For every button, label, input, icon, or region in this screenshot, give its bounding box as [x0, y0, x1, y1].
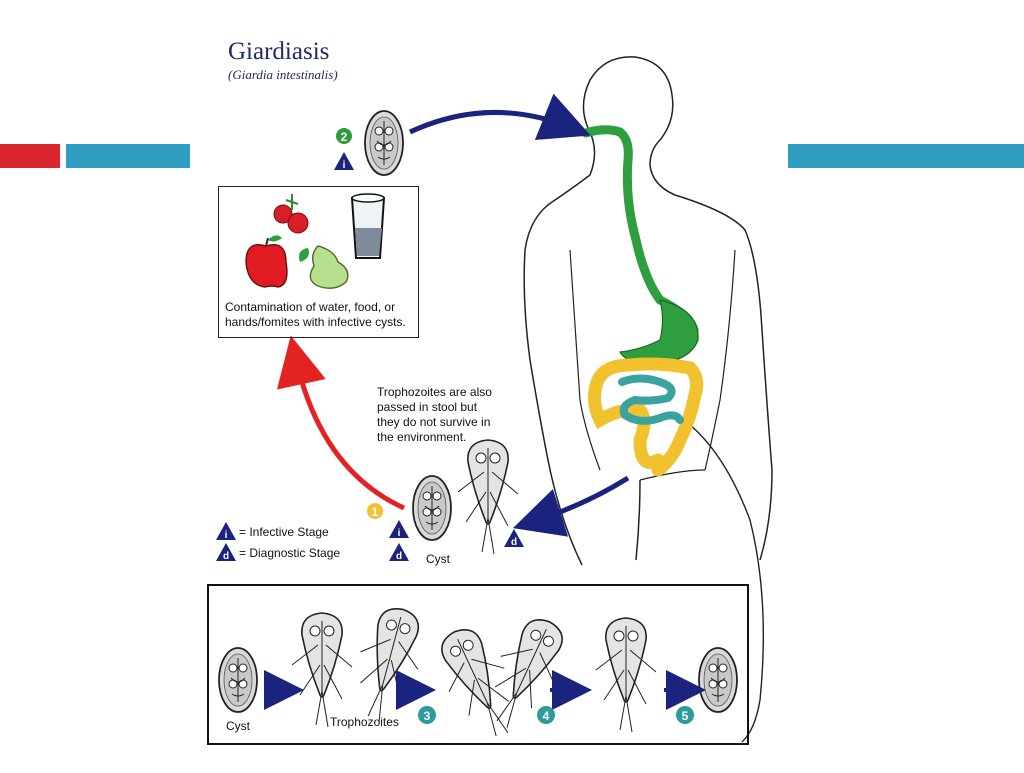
- trophozoite-note: Trophozoites are also passed in stool bu…: [377, 385, 517, 445]
- stool-line: [671, 411, 765, 743]
- water-glass-icon: [350, 193, 386, 259]
- pear-icon: [299, 245, 349, 289]
- svg-text:d: d: [511, 537, 517, 548]
- step-3-number: 3: [424, 709, 431, 723]
- accent-bar-teal-left: [66, 144, 190, 168]
- step-4-number: 4: [543, 709, 550, 723]
- page-subtitle: (Giardia intestinalis): [228, 67, 338, 82]
- step-2-number: 2: [341, 130, 348, 144]
- infective-stage-icon-step1: i: [389, 520, 409, 539]
- lc-cyst-label: Cyst: [226, 719, 251, 733]
- apple-icon: [245, 235, 288, 288]
- life-cycle-box: [207, 584, 749, 745]
- infective-cyst: [364, 110, 404, 176]
- svg-text:i: i: [225, 530, 228, 541]
- contamination-caption: Contamination of water, food, or hands/f…: [225, 300, 415, 330]
- lc-trophozoites-label: Trophozoites: [330, 715, 399, 729]
- legend-diagnostic-icon: d: [216, 543, 236, 562]
- trophozoite-note-line2: passed in stool but: [377, 400, 478, 414]
- trophozoite-note-line3: they do not survive in: [377, 415, 491, 429]
- step-2-badge: [336, 128, 352, 144]
- step-1-number: 1: [372, 505, 379, 519]
- diagnostic-stage-icon-step1: d: [389, 543, 409, 562]
- legend-infective-label: = Infective Stage: [239, 525, 329, 539]
- human-body-outline: [523, 56, 773, 566]
- contamination-caption-line2: hands/fomites with infective cysts.: [225, 315, 406, 329]
- step-4-badge: [537, 706, 555, 724]
- body-hip-line: [639, 469, 706, 481]
- raspberry-icon: [273, 194, 309, 234]
- accent-bar-teal-right: [788, 144, 1024, 168]
- small-intestine: [618, 374, 684, 425]
- step-1-badge: [367, 503, 383, 519]
- step-3-badge: [418, 706, 436, 724]
- arrow-excretion: [512, 475, 630, 537]
- diagnostic-stage-icon-trophozoite: d: [504, 529, 524, 548]
- stomach: [619, 299, 699, 366]
- trophozoite-note-line1: Trophozoites are also: [377, 385, 492, 399]
- step-5-badge: [676, 706, 694, 724]
- svg-text:d: d: [223, 551, 229, 562]
- arrow-contamination: [276, 335, 406, 511]
- body-arm-inner-right: [704, 249, 736, 471]
- svg-text:i: i: [343, 160, 346, 171]
- accent-bar-red: [0, 144, 60, 168]
- step-5-number: 5: [682, 709, 689, 723]
- legend-diagnostic-label: = Diagnostic Stage: [239, 546, 340, 560]
- body-arm-inner-left: [569, 249, 601, 471]
- cyst-label: Cyst: [426, 552, 451, 566]
- stool-cyst: [412, 475, 452, 541]
- contamination-box: [218, 186, 419, 338]
- infective-stage-icon-step2: i: [334, 152, 354, 171]
- svg-text:i: i: [398, 528, 401, 539]
- legend-infective-icon: i: [216, 522, 236, 541]
- arrow-ingestion: [408, 93, 591, 141]
- trophozoite-note-line4: the environment.: [377, 430, 467, 444]
- stool-trophozoite: [457, 439, 519, 555]
- svg-text:d: d: [396, 551, 402, 562]
- page-title: Giardiasis: [228, 38, 330, 65]
- contamination-caption-line1: Contamination of water, food, or: [225, 300, 396, 314]
